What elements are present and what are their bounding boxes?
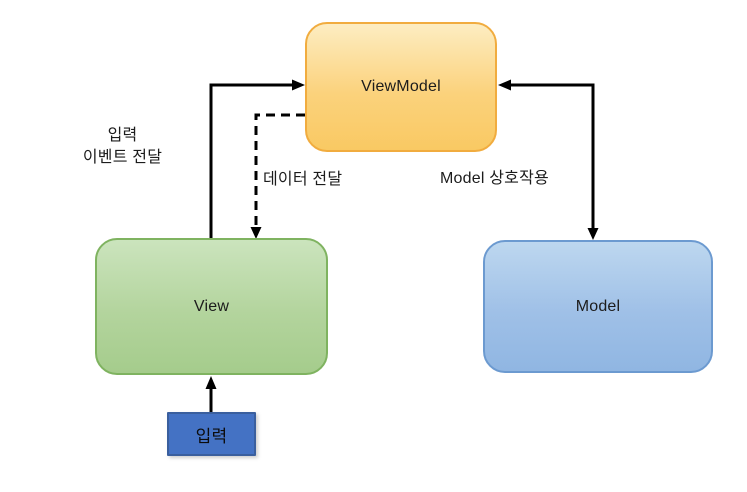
edge-label-input-event-line2: 이벤트 전달: [82, 149, 163, 166]
node-view: View: [95, 238, 328, 375]
node-viewmodel-label: ViewModel: [361, 78, 441, 95]
edge-label-model-interaction: Model 상호작용: [440, 170, 549, 187]
edge-label-data-delivery: 데이터 전달: [263, 171, 343, 188]
arrow-input-to-view: [205, 376, 217, 412]
node-view-label: View: [193, 297, 230, 315]
node-model-label: Model: [575, 297, 621, 315]
arrow-view-to-viewmodel: [209, 79, 305, 238]
edge-label-input-event-line1: 입력: [107, 127, 138, 144]
node-input-label: 입력: [195, 426, 228, 446]
node-viewmodel: ViewModel: [305, 22, 497, 152]
arrow-viewmodel-model-bidirectional: [498, 79, 599, 240]
edge-label-input-event: 입력 이벤트 전달: [50, 125, 195, 169]
node-model: Model: [483, 240, 713, 373]
node-input: 입력: [167, 412, 256, 456]
